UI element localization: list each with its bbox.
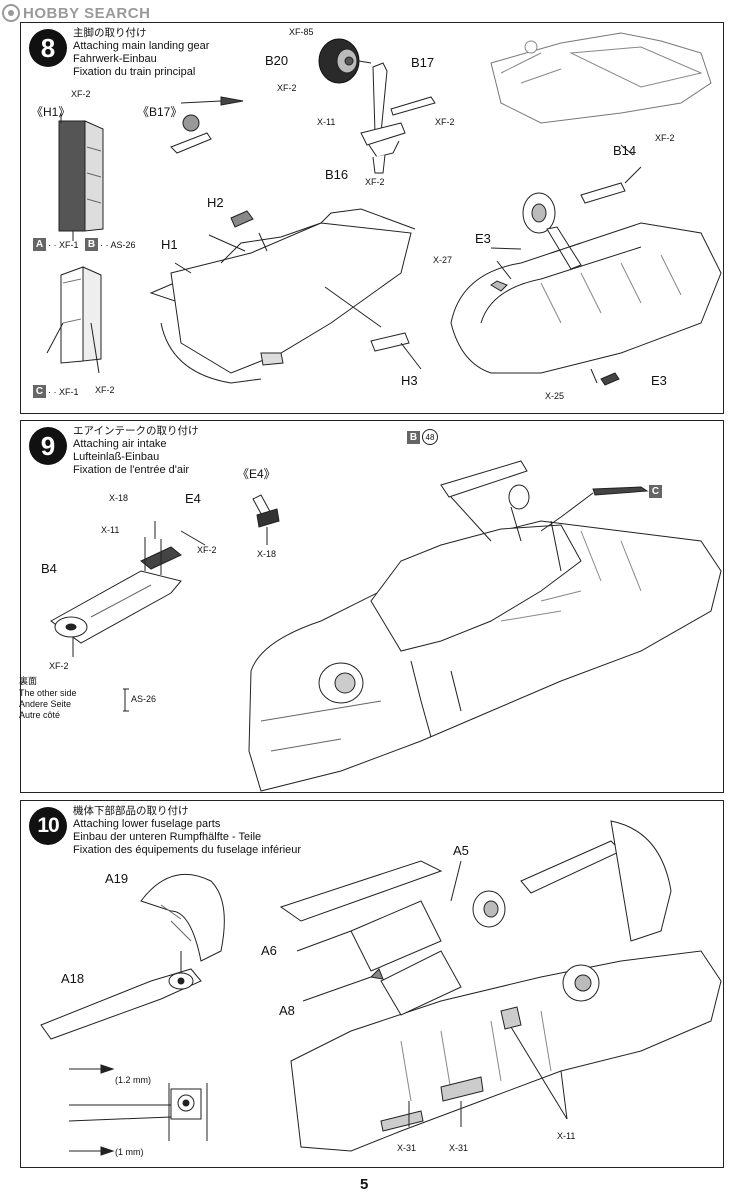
label-h1: H1 <box>161 237 178 252</box>
step-9-title-de: Lufteinlaß-Einbau <box>73 451 160 463</box>
label-b20: B20 <box>265 53 289 68</box>
watermark-text: HOBBY SEARCH <box>23 4 151 22</box>
legend-a: A · · XF-1 <box>33 238 79 251</box>
label-x31-b: X-31 <box>449 1143 469 1153</box>
label-x11: X-11 <box>317 117 336 127</box>
step-10-title-en: Attaching lower fuselage parts <box>73 818 221 830</box>
label-xf2-b16: XF-2 <box>365 177 385 187</box>
other-side-note: 裏面 The other side Andere Seite Autre côt… <box>19 677 77 721</box>
e4-callout-drawing <box>252 494 280 545</box>
step-10-leaders <box>296 860 568 1127</box>
label-e3-bottom: E3 <box>651 373 667 388</box>
legend-c: C · · XF-1 <box>33 385 79 398</box>
label-x27: X-27 <box>433 255 453 265</box>
step-10-badge: 10 <box>29 807 67 845</box>
step-10-drawing <box>40 820 722 1156</box>
label-x11-step9: X-11 <box>101 525 120 535</box>
step-8-titles: 主脚の取り付け Attaching main landing gear Fahr… <box>73 27 209 79</box>
step-10-title-jp: 機体下部部品の取り付け <box>73 805 189 817</box>
step-9-badge: 9 <box>29 427 67 465</box>
a19-part-drawing <box>140 873 225 981</box>
step-8-title-en: Attaching main landing gear <box>73 40 210 52</box>
step-9-title-jp: エアインテークの取り付け <box>73 425 199 437</box>
label-h3: H3 <box>401 373 418 388</box>
label-x18: X-18 <box>109 493 129 503</box>
step-8-badge: 8 <box>29 29 67 67</box>
forward-fuselage-drawing <box>248 460 722 792</box>
label-xf2-b20: XF-2 <box>277 83 297 93</box>
label-a19: A19 <box>105 871 129 886</box>
step-9-panel: 9 エアインテークの取り付け Attaching air intake Luft… <box>19 420 724 793</box>
label-x18-e4: X-18 <box>257 549 277 559</box>
c-pin-drawing <box>592 486 649 496</box>
label-x11-step10: X-11 <box>557 1131 576 1141</box>
step-9-title-fr: Fixation de l'entrée d'air <box>73 464 190 476</box>
step-9-title-en: Attaching air intake <box>73 438 167 450</box>
b16-strut-drawing <box>360 62 436 174</box>
step-8-panel: 8 主脚の取り付け Attaching main landing gear Fa… <box>20 22 724 414</box>
label-a18: A18 <box>61 971 85 986</box>
lower-fuselage-drawing <box>279 820 722 1152</box>
step-9-leaders <box>123 492 594 712</box>
b48-number-circle: 48 <box>422 429 438 445</box>
reference-top-right-drawing <box>490 32 712 124</box>
watermark-logo: HOBBY SEARCH <box>2 2 150 24</box>
label-b4: B4 <box>41 561 57 576</box>
label-a6: A6 <box>261 943 277 958</box>
label-h2: H2 <box>207 195 224 210</box>
drill-detail-drawing <box>68 1064 208 1156</box>
label-xf2-b17: XF-2 <box>435 117 455 127</box>
label-drill-1-2mm: (1.2 mm) <box>115 1075 151 1085</box>
step-8-title-de: Fahrwerk-Einbau <box>73 53 157 65</box>
step-9-titles: エアインテークの取り付け Attaching air intake Luftei… <box>73 425 198 477</box>
step-10-titles: 機体下部部品の取り付け Attaching lower fuselage par… <box>73 805 301 857</box>
label-drill-1mm: (1 mm) <box>115 1147 144 1157</box>
c-part-drawing <box>46 266 102 374</box>
label-xf2-c: XF-2 <box>95 385 115 395</box>
a18-part-drawing <box>40 968 202 1040</box>
step-10-title-de: Einbau der unteren Rumpfhälfte - Teile <box>73 831 262 843</box>
label-c-step9: C <box>649 485 664 498</box>
label-x31-a: X-31 <box>397 1143 417 1153</box>
step-10-title-fr: Fixation des équipements du fuselage inf… <box>73 844 302 856</box>
label-x25: X-25 <box>545 391 565 401</box>
other-side-fr: Autre côté <box>19 710 61 720</box>
b4-part-drawing <box>50 521 182 657</box>
b20-wheel-drawing <box>318 38 372 84</box>
label-as26: AS-26 <box>131 694 157 704</box>
other-side-de: Andere Seite <box>19 699 72 709</box>
label-b14: B14 <box>613 143 637 158</box>
step-8-drawing <box>46 32 722 386</box>
step-8-leaders <box>174 166 642 370</box>
label-e4-callout: 《E4》 <box>237 467 276 481</box>
label-a5: A5 <box>453 843 469 858</box>
label-e3-top: E3 <box>475 231 491 246</box>
label-xf2-b4: XF-2 <box>49 661 69 671</box>
label-e4: E4 <box>185 491 201 506</box>
label-a8: A8 <box>279 1003 295 1018</box>
label-b16: B16 <box>325 167 349 182</box>
step-9-drawing <box>50 460 722 792</box>
h1-callout-drawing <box>58 113 104 241</box>
rear-fuselage-drawing <box>450 144 722 386</box>
other-side-en: The other side <box>19 688 77 698</box>
label-b17-callout: 《B17》 <box>137 105 183 119</box>
legend-b: B · · AS-26 <box>85 238 136 251</box>
fuselage-center-drawing <box>149 208 416 384</box>
step-8-title-fr: Fixation du train principal <box>73 66 196 78</box>
b17-callout-drawing <box>170 96 244 154</box>
label-xf2-e4: XF-2 <box>197 545 217 555</box>
label-b17: B17 <box>411 55 435 70</box>
step-8-title-jp: 主脚の取り付け <box>73 27 147 39</box>
other-side-jp: 裏面 <box>19 677 38 687</box>
label-xf2-b14: XF-2 <box>655 133 675 143</box>
label-xf2-h1: XF-2 <box>71 89 91 99</box>
page-number: 5 <box>360 1176 369 1193</box>
label-xf85: XF-85 <box>289 27 314 37</box>
label-b48: B 48 <box>407 429 438 445</box>
hobby-search-logo-icon <box>2 4 20 22</box>
step-10-panel: 10 機体下部部品の取り付け Attaching lower fuselage … <box>20 800 724 1168</box>
label-h1-callout: 《H1》 <box>31 105 71 119</box>
